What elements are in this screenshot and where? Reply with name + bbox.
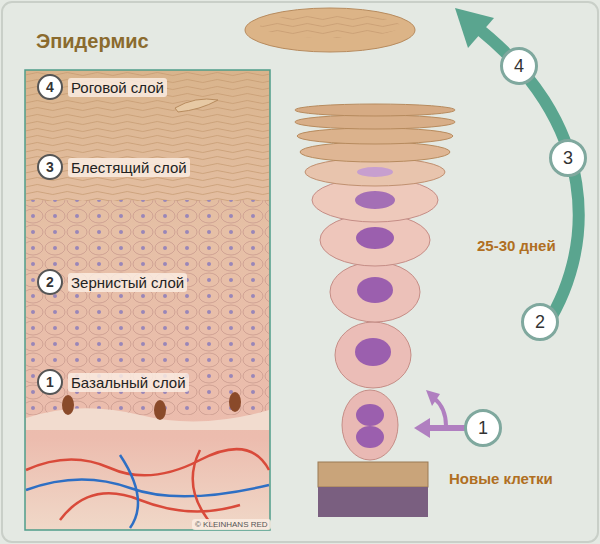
- watermark: © KLEINHANS RED: [192, 519, 271, 530]
- cell-texture: [26, 200, 269, 415]
- melanocytes: [62, 392, 241, 420]
- callout-circle: 4: [37, 74, 63, 100]
- annotation: 25-30 дней: [474, 236, 559, 255]
- skin-section: [25, 70, 270, 530]
- arrow-head: [455, 8, 494, 48]
- callout-number: 4: [514, 57, 524, 75]
- callout-circle: 2: [37, 269, 63, 295]
- layer-name: Блестящий слой: [68, 158, 190, 177]
- cornified-texture: [26, 71, 269, 201]
- callout-circle: 3: [549, 139, 587, 177]
- membrane: [26, 408, 269, 430]
- diagram-title: Эпидермис: [36, 30, 149, 53]
- flake: [175, 99, 218, 112]
- callout-number: 3: [563, 149, 573, 167]
- callout-number: 1: [46, 375, 54, 389]
- cell-stack: [245, 8, 455, 517]
- callout-number: 4: [46, 80, 54, 94]
- callout-circle: 1: [464, 409, 502, 447]
- callout-number: 2: [46, 275, 54, 289]
- annotation: Новые клетки: [446, 469, 556, 488]
- callout-circle: 1: [37, 369, 63, 395]
- layer-name: Роговой слой: [68, 78, 167, 97]
- layer-name: Базальный слой: [68, 373, 189, 392]
- callout-circle: 2: [521, 303, 559, 341]
- callout-number: 1: [478, 419, 488, 437]
- cycle-arrow: [470, 22, 579, 335]
- blood-vessels: [26, 449, 269, 528]
- new-cells-arrow: [414, 390, 465, 438]
- callout-number: 2: [535, 313, 545, 331]
- callout-circle: 3: [37, 154, 63, 180]
- callout-circle: 4: [500, 47, 538, 85]
- callout-number: 3: [46, 160, 54, 174]
- layer-name: Зернистый слой: [68, 273, 187, 292]
